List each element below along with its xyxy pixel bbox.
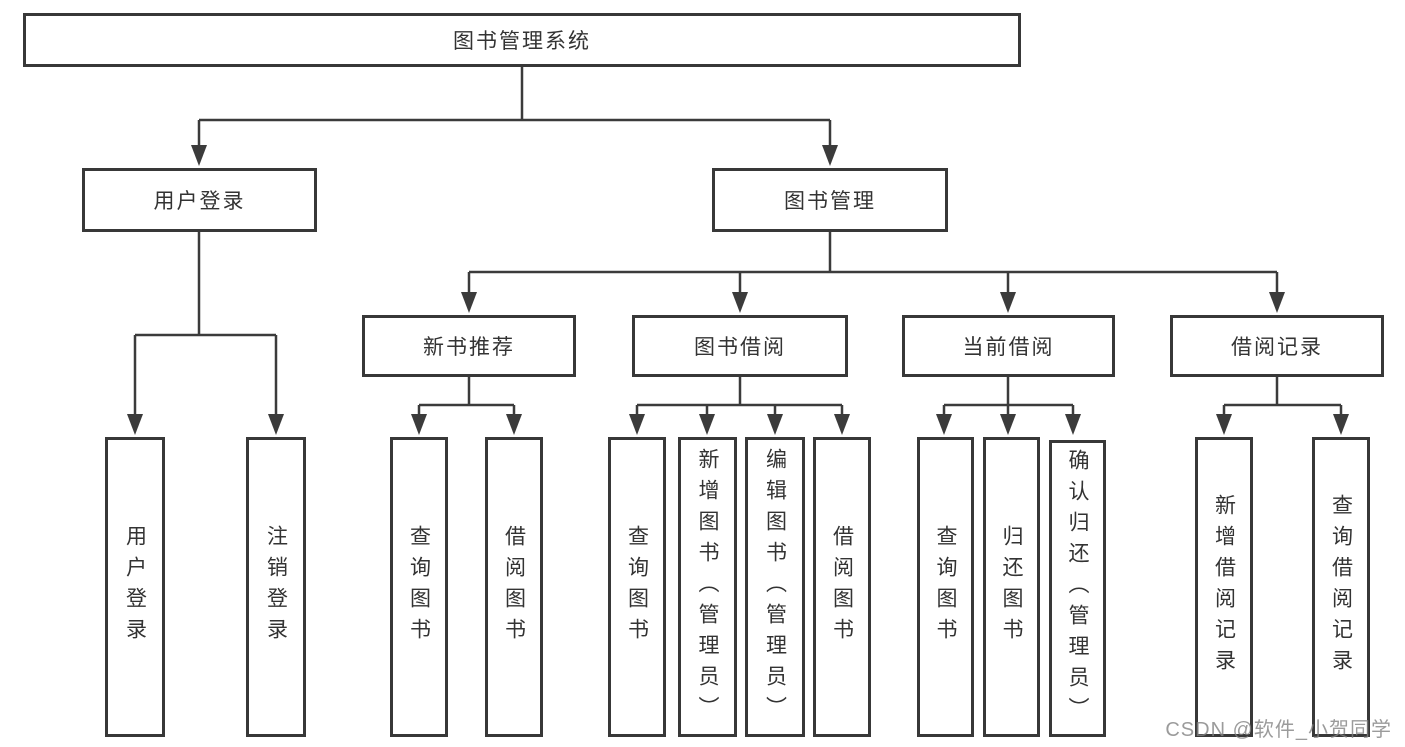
leaf-label: 用户登录	[123, 525, 147, 649]
node-book-management: 图书管理	[712, 168, 948, 232]
leaf-query-books-current: 查询图书	[917, 437, 974, 737]
leaf-return-books: 归还图书	[983, 437, 1040, 737]
leaf-user-login: 用户登录	[105, 437, 165, 737]
leaf-label: 查询借阅记录	[1329, 494, 1353, 680]
leaf-confirm-return-admin: 确认归还（管理员）	[1049, 440, 1106, 737]
node-root: 图书管理系统	[23, 13, 1021, 67]
leaf-label: 借阅图书	[830, 525, 854, 649]
leaf-label: 编辑图书（管理员）	[763, 447, 787, 727]
node-user-login: 用户登录	[82, 168, 317, 232]
node-book-borrow: 图书借阅	[632, 315, 848, 377]
leaf-edit-book-admin: 编辑图书（管理员）	[745, 437, 805, 737]
leaf-logout: 注销登录	[246, 437, 306, 737]
node-current-borrow: 当前借阅	[902, 315, 1115, 377]
node-borrow-records: 借阅记录	[1170, 315, 1384, 377]
leaf-add-book-admin: 新增图书（管理员）	[678, 437, 737, 737]
leaf-query-borrow-record: 查询借阅记录	[1312, 437, 1370, 737]
leaf-label: 新增借阅记录	[1212, 494, 1236, 680]
leaf-label: 确认归还（管理员）	[1066, 449, 1090, 728]
leaf-add-borrow-record: 新增借阅记录	[1195, 437, 1253, 737]
leaf-label: 查询图书	[407, 525, 431, 649]
leaf-label: 查询图书	[934, 525, 958, 649]
leaf-query-books-borrow: 查询图书	[608, 437, 666, 737]
arrowhead-icons	[127, 145, 1349, 435]
leaf-label: 借阅图书	[502, 525, 526, 649]
leaf-borrow-books: 借阅图书	[813, 437, 871, 737]
leaf-borrow-books-recommend: 借阅图书	[485, 437, 543, 737]
leaf-label: 新增图书（管理员）	[696, 447, 720, 727]
leaf-label: 归还图书	[1000, 525, 1024, 649]
csdn-watermark: CSDN @软件_小贺同学	[1165, 719, 1392, 741]
leaf-label: 注销登录	[264, 525, 288, 649]
leaf-label: 查询图书	[625, 525, 649, 649]
leaf-query-books-recommend: 查询图书	[390, 437, 448, 737]
node-new-book-recommend: 新书推荐	[362, 315, 576, 377]
